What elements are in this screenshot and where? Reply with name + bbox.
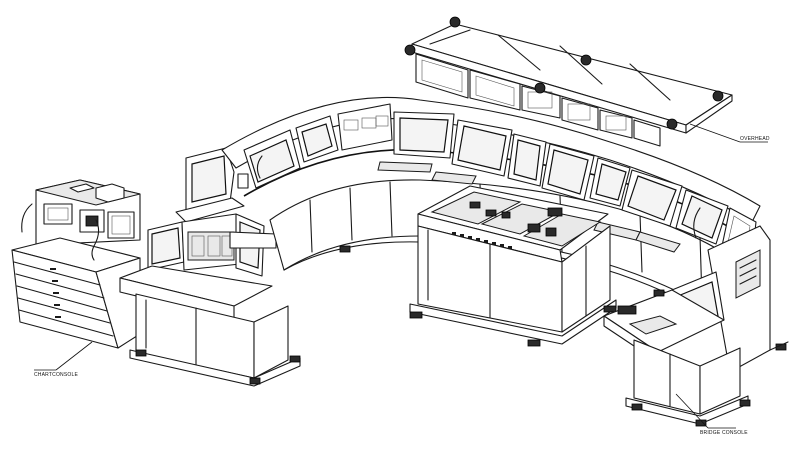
curved-run-monitors — [237, 103, 757, 259]
overhead-mount-feet — [404, 16, 724, 130]
overhead-panel — [411, 23, 733, 147]
label-chart-desk: CHARTCONSOLE — [34, 372, 78, 378]
bridge-console-wing — [603, 225, 789, 427]
leader-lines — [34, 123, 768, 429]
label-overhead: OVERHEAD — [740, 136, 770, 142]
label-bridge-console: BRIDGE CONSOLE — [700, 430, 748, 436]
left-workstation — [119, 147, 301, 387]
curve-mount-feet — [339, 245, 665, 297]
centre-control-console — [409, 185, 617, 347]
centre-console-switches — [452, 232, 512, 250]
chart-desk — [11, 179, 141, 349]
